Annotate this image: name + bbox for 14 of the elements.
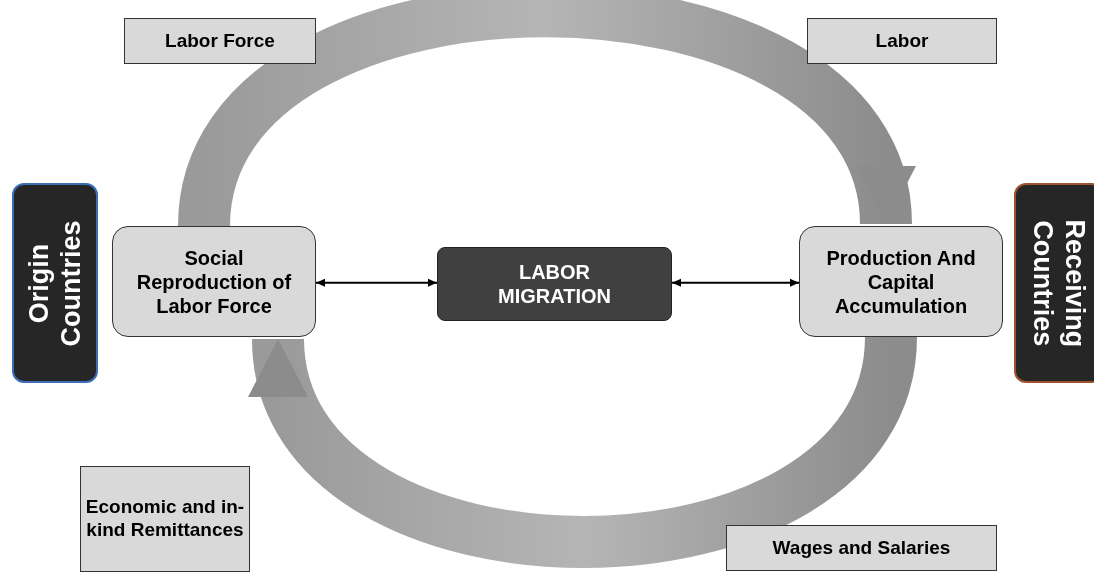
label-card — [80, 466, 250, 572]
node-text: Receiving Countries — [1027, 218, 1092, 349]
node-text: Social Reproduction of Labor Force — [135, 245, 293, 318]
side-panel — [1014, 183, 1094, 383]
side-panel — [12, 183, 98, 383]
double-arrow — [671, 278, 800, 287]
process-box — [437, 247, 672, 321]
node-text: Economic and in-kind Remittances — [85, 496, 245, 542]
process-box — [112, 226, 316, 337]
process-box — [799, 226, 1003, 337]
node-text: Origin Countries — [22, 219, 87, 348]
node-text: LABOR MIGRATION — [497, 260, 612, 308]
node-text: Production And Capital Accumulation — [825, 245, 977, 318]
double-arrow — [315, 278, 438, 287]
